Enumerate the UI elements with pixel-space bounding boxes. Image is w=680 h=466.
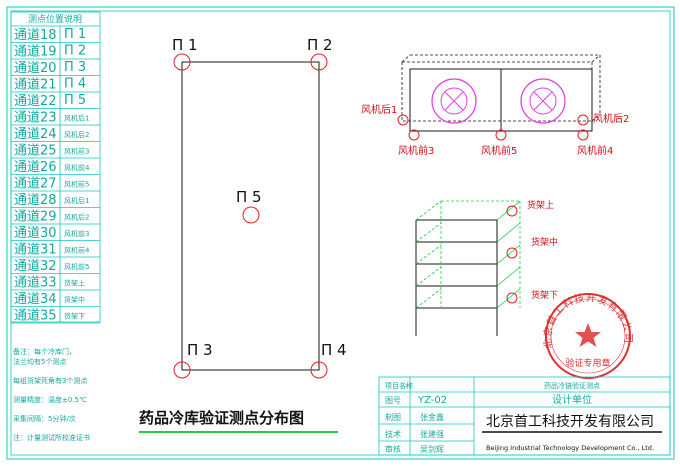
seal-star-icon — [575, 323, 601, 347]
legend-point: Π 2 — [64, 44, 86, 59]
fan-right-icon — [520, 78, 566, 124]
note-6: 注：计量测试所校准证书 — [13, 433, 90, 442]
drawing-no-value: YZ-02 — [417, 395, 447, 406]
legend-table: 测点位置说明 通道18 Π 1 通道19 Π 2 通道20 Π 3 通道21 Π 4 通道22 Π… — [10, 11, 101, 324]
shelf-mid-label: 货架中 — [531, 236, 558, 248]
drawing-title: 药品冷库验证测点分布图 — [139, 409, 304, 427]
shelf-mid-marker — [506, 247, 518, 259]
point-3-label: Π 3 — [187, 341, 213, 359]
legend-point: Π 3 — [64, 60, 86, 75]
legend-channel: 通道28 — [14, 193, 57, 208]
company-name-en: Beijing Industrial Technology Developmen… — [486, 444, 654, 452]
project-label: 项目名称 — [385, 381, 413, 390]
drafter-value: 张金鑫 — [420, 412, 444, 422]
legend-point: 风机后2 — [64, 213, 89, 222]
fan-front-mid-marker — [495, 129, 507, 141]
fan-front-left-label: 风机前3 — [398, 144, 434, 157]
legend-channel: 通道34 — [14, 292, 57, 307]
design-unit-label: 设计单位 — [552, 393, 592, 406]
reviewer-value: 吴剑辉 — [420, 444, 444, 454]
shelf-top-label: 货架上 — [527, 199, 554, 211]
fan-front-mid-label: 风机前5 — [481, 144, 517, 157]
note-1: 备注：每个冷库门， — [13, 347, 76, 356]
verification-seal: 北京首工科技开发有限公司 验证专用章 — [541, 291, 632, 379]
outer-frame — [6, 6, 675, 460]
note-4: 测量精度：温度±0.5℃ — [13, 395, 87, 404]
title-block: 项目名称 药品冷链验证测点 图号 YZ-02 制图 张金鑫 技术 张建强 审核 … — [378, 376, 671, 456]
legend-channel: 通道20 — [14, 61, 57, 76]
drafter-label: 制图 — [385, 412, 401, 422]
legend-point: 风机前5 — [64, 262, 89, 271]
legend-channel: 通道21 — [14, 78, 57, 93]
project-value: 药品冷链验证测点 — [544, 381, 600, 390]
point-5-marker — [242, 206, 260, 224]
legend-point: 风机后1 — [64, 114, 89, 123]
shelf-top-marker — [506, 205, 518, 217]
point-4-label: Π 4 — [321, 341, 347, 359]
legend-channel: 通道22 — [14, 94, 57, 109]
point-4-marker — [310, 361, 328, 379]
legend-channel: 通道31 — [14, 243, 57, 258]
legend-channel: 通道29 — [14, 210, 57, 225]
legend-point: 货架下 — [64, 312, 85, 321]
point-5-label: Π 5 — [236, 188, 262, 206]
shelf-bottom-marker — [506, 292, 518, 304]
shelf-bottom-label: 货架下 — [531, 289, 558, 301]
legend-point: Π 5 — [64, 93, 86, 108]
fan-rear-right-marker — [577, 114, 589, 126]
legend-channel: 通道23 — [14, 111, 57, 126]
company-name-cn: 北京首工科技开发有限公司 — [486, 414, 654, 430]
fan-rear-left-label: 风机后1 — [361, 103, 397, 116]
fan-front-left-marker — [408, 129, 420, 141]
technical-label: 技术 — [385, 429, 401, 439]
legend-channel: 通道26 — [14, 160, 57, 175]
legend-point: 风机后1 — [64, 196, 89, 205]
legend-point: Π 4 — [64, 77, 86, 92]
point-3-marker — [173, 361, 191, 379]
legend-channel: 通道35 — [14, 309, 57, 324]
note-5: 采集间隔：5分钟/次 — [13, 414, 76, 423]
legend-channel: 通道25 — [14, 144, 57, 159]
room-outline — [181, 61, 320, 371]
fan-unit: 风机后1 风机后2 风机前3 风机前5 风机前4 — [361, 54, 629, 157]
cold-room-plan: Π 1 Π 2 Π 3 Π 4 Π 5 — [172, 36, 347, 379]
fan-front-right-label: 风机前4 — [577, 144, 613, 157]
legend-point: 风机前4 — [64, 163, 90, 172]
reviewer-label: 审核 — [385, 444, 401, 454]
seal-center-text: 验证专用章 — [565, 357, 610, 369]
fan-rear-left-marker — [397, 114, 409, 126]
technical-value: 张建强 — [420, 429, 444, 439]
fan-front-right-marker — [577, 129, 589, 141]
note-2: 法兰均有5个测点 — [13, 357, 66, 366]
legend-point: 风机前3 — [64, 229, 89, 238]
legend-point: 货架上 — [64, 279, 85, 288]
drawing-no-label: 图号 — [385, 396, 401, 405]
shelf-rack: 货架上 货架中 货架下 — [415, 199, 558, 336]
legend-channel: 通道33 — [14, 276, 57, 291]
legend-point: 风机前5 — [64, 180, 89, 189]
legend-channel: 通道24 — [14, 127, 57, 142]
point-2-marker — [310, 53, 328, 71]
point-1-marker — [173, 53, 191, 71]
legend-header: 测点位置说明 — [28, 13, 82, 25]
legend-point: 风机后2 — [64, 130, 89, 139]
legend-channel: 通道32 — [14, 259, 57, 274]
point-2-label: Π 2 — [307, 36, 333, 54]
legend-channel: 通道27 — [14, 177, 57, 192]
fan-rear-right-label: 风机后2 — [593, 112, 629, 125]
legend-channel: 通道30 — [14, 226, 57, 241]
note-3: 每组货架死角有3个测点 — [13, 376, 87, 385]
legend-point: 风机前3 — [64, 147, 89, 156]
legend-channel: 通道19 — [14, 45, 57, 60]
legend-point: 风机前4 — [64, 246, 90, 255]
legend-point: Π 1 — [64, 27, 86, 42]
legend-channel: 通道18 — [14, 28, 57, 43]
fan-left-icon — [431, 78, 477, 124]
legend-point: 货架中 — [64, 295, 85, 304]
notes: 备注：每个冷库门， 法兰均有5个测点 每组货架死角有3个测点 测量精度：温度±0… — [13, 347, 90, 442]
point-1-label: Π 1 — [172, 36, 198, 54]
